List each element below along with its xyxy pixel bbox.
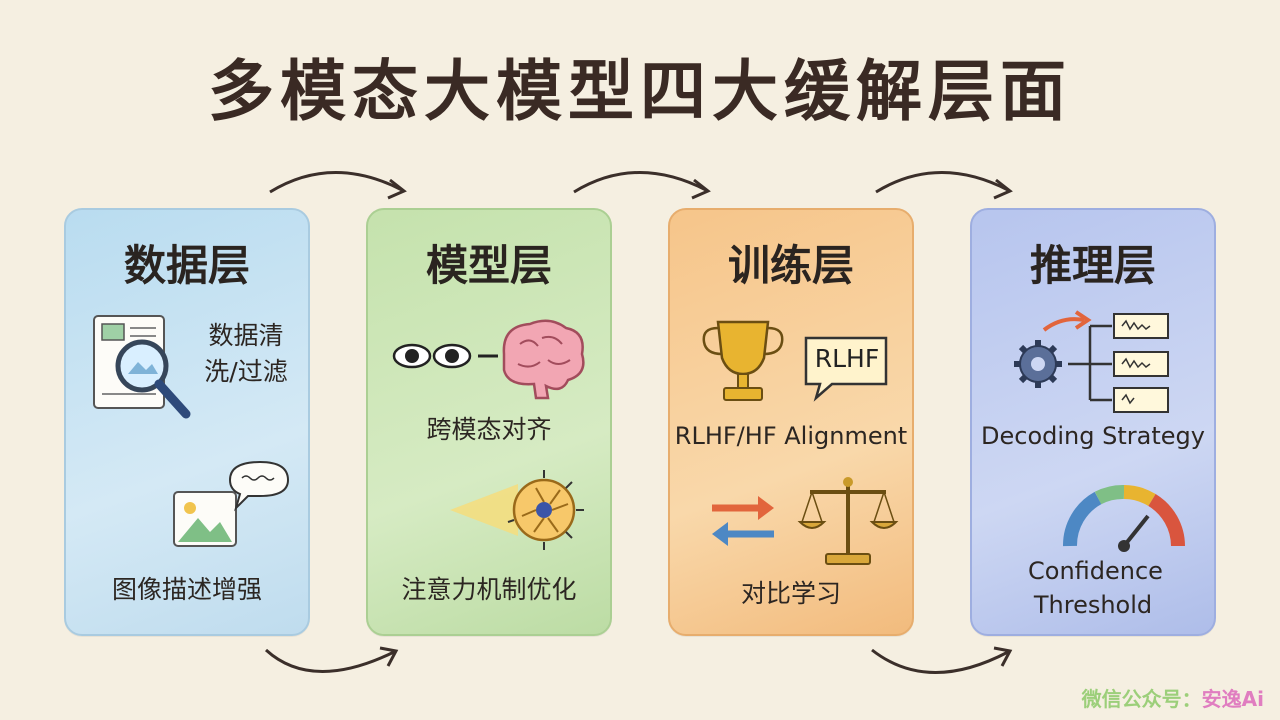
confidence-threshold-label: Confidence Threshold <box>1028 557 1163 619</box>
document-magnifier-icon <box>93 315 191 419</box>
attention-cell-icon <box>450 470 584 550</box>
rlhf-badge-label: RLHF <box>814 344 880 373</box>
gear-branch-icon <box>1014 310 1169 413</box>
model-layer-card: 模型层 跨模态对齐 注意力机制优化 <box>366 208 612 636</box>
cross-modal-align-label: 跨模态对齐 <box>426 415 552 444</box>
arrow-top-2-icon <box>573 171 711 200</box>
inference-layer-card: 推理层 Decoding Strategy Confidence Thresho… <box>970 208 1216 636</box>
attention-opt-label: 注意力机制优化 <box>401 575 577 604</box>
caption-enhance-label: 图像描述增强 <box>111 575 262 604</box>
swap-arrows-icon <box>712 496 774 546</box>
training-layer-card: 训练层 RLHF RLHF/HF Alignment 对比学习 <box>668 208 914 636</box>
training-layer-title: 训练层 <box>727 241 854 290</box>
contrastive-learning-label: 对比学习 <box>740 579 841 608</box>
arrow-bottom-2-icon <box>871 646 1013 674</box>
speech-bubble-icon <box>804 336 888 402</box>
balance-scale-icon <box>797 477 899 565</box>
gauge-icon <box>1062 485 1185 552</box>
arrow-top-3-icon <box>875 171 1013 200</box>
data-layer-card: 数据层 数据清洗/过滤 图像描述增强 <box>64 208 310 636</box>
data-cleaning-label: 数据清洗/过滤 <box>204 321 288 386</box>
page-title: 多模态大模型四大缓解层面 <box>208 53 1072 130</box>
decoding-strategy-label: Decoding Strategy <box>981 422 1205 450</box>
data-layer-title: 数据层 <box>123 241 250 290</box>
arrow-bottom-1-icon <box>264 646 399 673</box>
watermark-brand: 安逸Ai <box>1201 687 1264 711</box>
model-layer-title: 模型层 <box>425 241 552 290</box>
watermark: 微信公众号：安逸Ai <box>1082 683 1264 712</box>
image-caption-icon <box>173 460 290 547</box>
inference-layer-title: 推理层 <box>1029 241 1156 290</box>
arrow-top-1-icon <box>269 171 407 200</box>
watermark-prefix: 微信公众号： <box>1081 687 1202 711</box>
rlhf-alignment-label: RLHF/HF Alignment <box>674 422 908 450</box>
trophy-icon <box>702 320 784 401</box>
eyes-brain-icon <box>392 319 585 400</box>
